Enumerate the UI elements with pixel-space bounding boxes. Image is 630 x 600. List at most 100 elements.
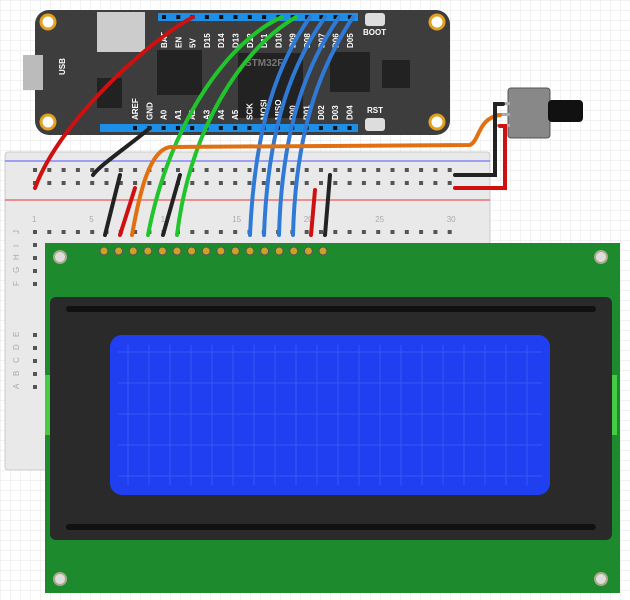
breadboard-hole <box>333 230 338 234</box>
boot-button[interactable] <box>365 13 385 26</box>
breadboard-hole <box>90 230 95 234</box>
red-pot-wire <box>453 124 507 190</box>
breadboard-hole <box>261 168 266 172</box>
breadboard-hole <box>176 168 180 172</box>
pin-hole <box>233 126 238 130</box>
breadboard-hole <box>447 168 452 172</box>
bottom-pin-label: A1 <box>174 109 183 120</box>
blue-wire <box>291 15 355 237</box>
breadboard-hole <box>33 256 37 260</box>
breadboard-hole <box>319 181 323 185</box>
black-pot-wire <box>453 102 505 177</box>
top-pin-label: D12 <box>246 33 255 48</box>
bottom-pin-label: GND <box>145 102 154 120</box>
row-label: H <box>12 254 21 260</box>
green-wire <box>175 15 298 237</box>
breadboard-hole <box>404 168 409 172</box>
breadboard-hole <box>433 168 438 172</box>
breadboard-hole <box>118 168 123 172</box>
breadboard-hole <box>447 181 452 185</box>
reset-button[interactable] <box>365 118 385 131</box>
breadboard-hole <box>433 181 438 185</box>
breadboard-hole <box>204 168 209 172</box>
pin-hole <box>190 126 195 130</box>
top-pin-label: EN <box>174 37 183 48</box>
top-pin-label: D05 <box>346 33 355 48</box>
row-label: C <box>12 357 21 363</box>
breadboard-hole <box>390 230 395 234</box>
lcd-pin <box>318 246 328 256</box>
pin-hole <box>176 15 181 19</box>
potentiometer-knob[interactable] <box>548 100 583 122</box>
top-header <box>158 13 358 21</box>
column-label: 1 <box>32 215 37 224</box>
breadboard-hole <box>61 230 66 234</box>
bottom-pin-label: D04 <box>346 105 355 120</box>
lcd-pin <box>201 246 211 256</box>
column-label: 25 <box>375 215 384 224</box>
top-pin-label: D06 <box>332 33 341 48</box>
top-pin-label: D15 <box>203 33 212 48</box>
lcd-pin <box>157 246 167 256</box>
pin-hole <box>218 126 223 130</box>
row-label: F <box>12 281 21 286</box>
row-label: E <box>12 332 21 337</box>
breadboard-hole <box>390 168 395 172</box>
breadboard-hole <box>290 181 295 185</box>
bottom-pin-label: D01 <box>303 105 312 120</box>
breadboard-hole <box>190 230 195 234</box>
breadboard-hole <box>433 230 438 234</box>
breadboard-hole <box>104 181 109 185</box>
breadboard-hole <box>133 168 138 172</box>
pin-hole <box>318 126 323 130</box>
breadboard-hole <box>47 181 52 185</box>
top-pin-label: D08 <box>303 33 312 48</box>
bottom-pin-label: AREF <box>131 98 140 120</box>
bottom-pin-label: D02 <box>317 105 326 120</box>
breadboard-hole <box>233 230 238 234</box>
breadboard-hole <box>218 230 223 234</box>
main-chip <box>238 53 303 118</box>
usb-label: USB <box>58 58 67 75</box>
breadboard-hole <box>33 282 37 286</box>
breadboard-hole <box>190 181 195 185</box>
blue-wire <box>277 15 341 237</box>
breadboard-hole <box>276 168 281 172</box>
breadboard-hole <box>304 168 309 172</box>
breadboard-hole <box>319 168 323 172</box>
pin-hole <box>333 126 338 130</box>
breadboard-hole <box>33 359 37 363</box>
column-label: 30 <box>447 215 456 224</box>
pin-hole <box>219 15 224 19</box>
bottom-pin-label: A2 <box>188 109 197 120</box>
lcd-pin <box>143 246 153 256</box>
top-pin-label: D10 <box>274 33 283 48</box>
top-pin-label: D13 <box>232 33 241 48</box>
breadboard-hole <box>218 168 223 172</box>
lcd-pin <box>289 246 299 256</box>
potentiometer[interactable] <box>496 87 583 139</box>
pin-hole <box>262 15 267 19</box>
bottom-pin-label: A0 <box>160 109 169 120</box>
pin-hole <box>247 126 252 130</box>
breadboard-hole <box>376 168 381 172</box>
pin-hole <box>233 15 238 19</box>
breadboard-hole <box>361 230 366 234</box>
breadboard-hole <box>347 230 352 234</box>
lcd-pin <box>99 246 109 256</box>
lcd-pin <box>187 246 197 256</box>
pin-hole <box>204 15 209 19</box>
breadboard-hole <box>361 168 366 172</box>
column-label: 20 <box>304 215 313 224</box>
chip <box>157 50 202 95</box>
breadboard-hole <box>233 168 238 172</box>
breadboard-hole <box>33 230 37 234</box>
chip-label: STM32F <box>245 58 283 69</box>
breadboard-hole <box>47 230 52 234</box>
top-pin-label: D07 <box>317 33 326 48</box>
column-label: 5 <box>89 215 94 224</box>
bottom-pin-label: MOSI <box>260 100 269 120</box>
breadboard-hole <box>133 230 138 234</box>
